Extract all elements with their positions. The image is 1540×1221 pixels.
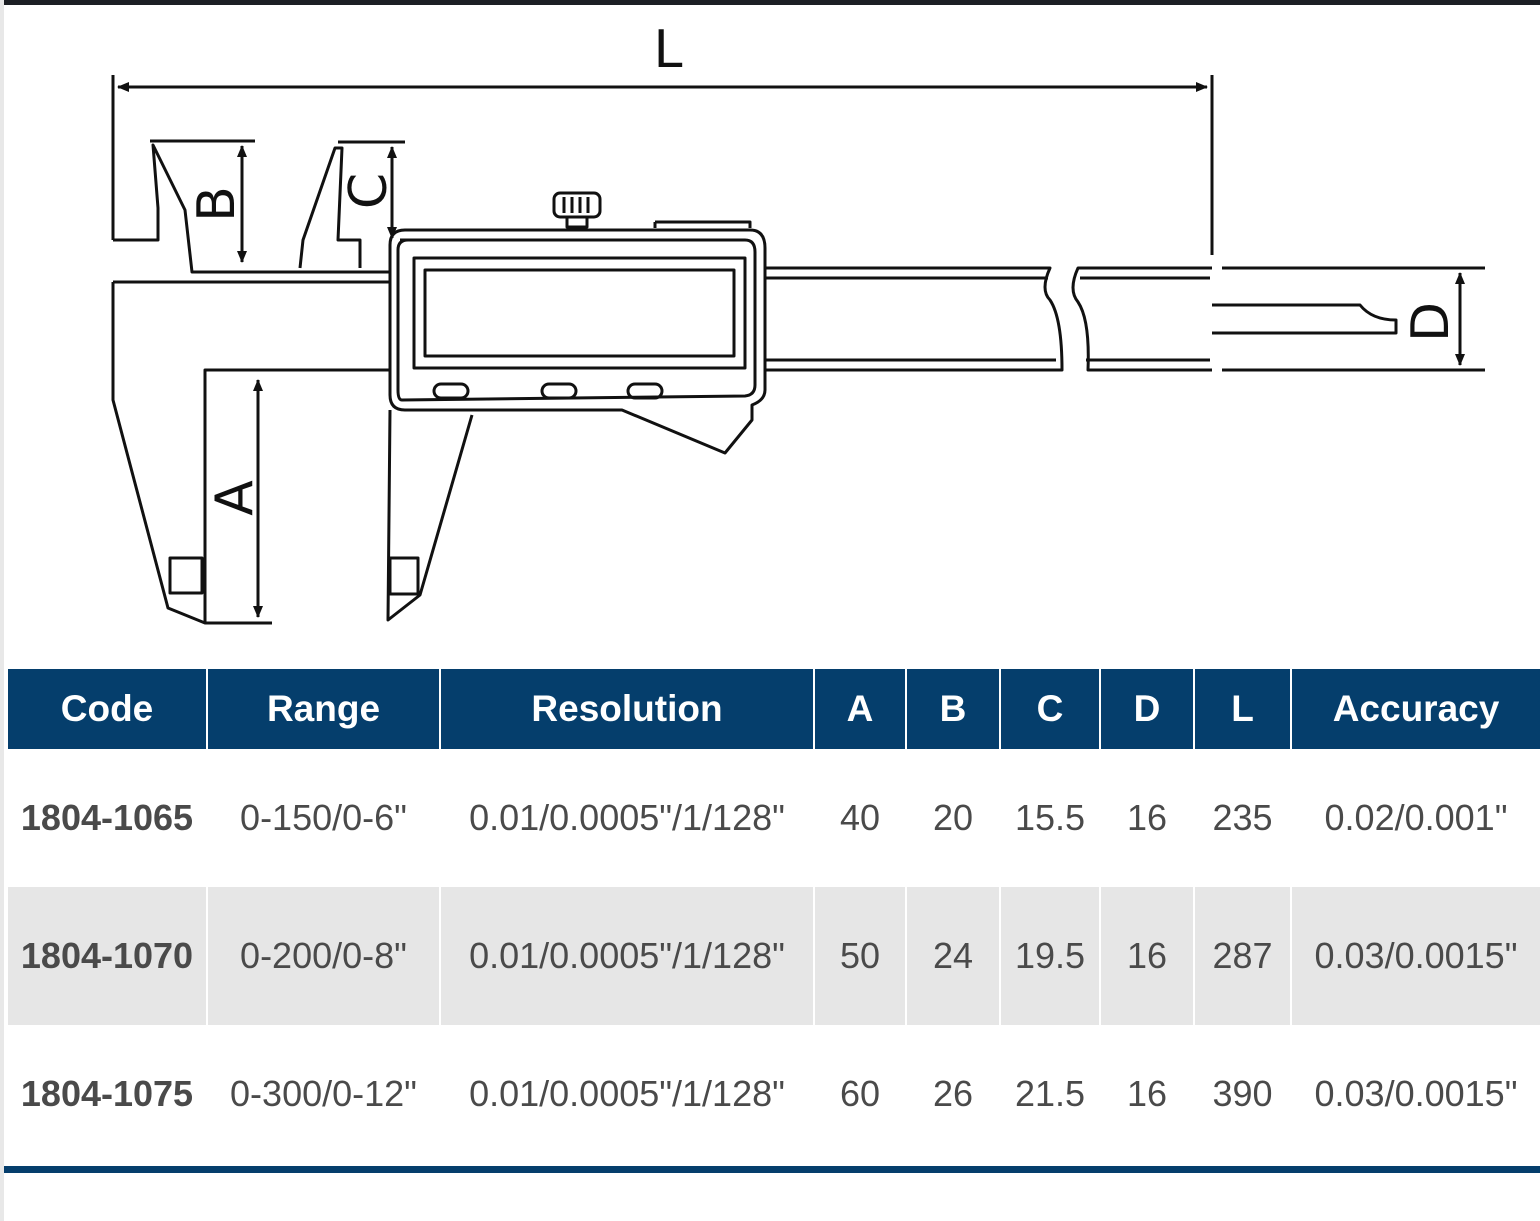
cell-a: 40 — [814, 749, 907, 887]
table-header-row: Code Range Resolution A B C D L Accuracy — [8, 669, 1540, 749]
depth-rod — [1212, 303, 1398, 335]
cell-range: 0-300/0-12" — [207, 1025, 441, 1163]
cell-code: 1804-1075 — [8, 1025, 208, 1163]
cell-resolution: 0.01/0.0005"/1/128" — [440, 887, 815, 1025]
spec-table: Code Range Resolution A B C D L Accuracy… — [8, 669, 1540, 1163]
dimension-d — [1222, 266, 1485, 372]
table-row: 1804-1075 0-300/0-12" 0.01/0.0005"/1/128… — [8, 1025, 1540, 1163]
cell-accuracy: 0.03/0.0015" — [1314, 1073, 1518, 1114]
header-c: C — [1000, 669, 1101, 749]
cell-accuracy: 0.02/0.001" — [1324, 797, 1508, 838]
cell-d: 16 — [1100, 1025, 1195, 1163]
cell-d: 16 — [1100, 749, 1195, 887]
label-d: D — [1401, 302, 1461, 342]
sliding-jaw — [298, 146, 474, 622]
fixed-jaw — [111, 143, 390, 625]
dimension-c — [338, 140, 405, 239]
cell-a: 50 — [814, 887, 907, 1025]
cell-l: 390 — [1194, 1025, 1292, 1163]
cell-l: 235 — [1194, 749, 1292, 887]
dimension-b — [150, 139, 255, 263]
label-b: B — [187, 186, 247, 222]
caliper-diagram: L B C D A — [111, 20, 1485, 625]
header-l: L — [1194, 669, 1292, 749]
caliper-beam — [765, 266, 1212, 372]
cell-resolution: 0.01/0.0005"/1/128" — [440, 1025, 815, 1163]
dimension-a — [205, 379, 272, 625]
table-row: 1804-1070 0-200/0-8" 0.01/0.0005"/1/128"… — [8, 887, 1540, 1025]
cell-c: 21.5 — [1000, 1025, 1101, 1163]
cell-accuracy: 0.03/0.0015" — [1291, 887, 1540, 1025]
header-b: B — [906, 669, 1001, 749]
cell-c: 15.5 — [1000, 749, 1101, 887]
header-d: D — [1100, 669, 1195, 749]
cell-b: 24 — [906, 887, 1001, 1025]
header-code: Code — [8, 669, 208, 749]
cell-d: 16 — [1100, 887, 1195, 1025]
cell-c: 19.5 — [1000, 887, 1101, 1025]
table-bottom-rule — [4, 1166, 1540, 1173]
thumb-knob — [552, 191, 602, 229]
dimension-l — [111, 75, 1214, 255]
header-accuracy: Accuracy — [1291, 669, 1540, 749]
cell-range: 0-150/0-6" — [207, 749, 441, 887]
cell-resolution: 0.01/0.0005"/1/128" — [440, 749, 815, 887]
cell-a: 60 — [814, 1025, 907, 1163]
cell-code: 1804-1070 — [8, 887, 208, 1025]
top-bar — [0, 0, 1540, 5]
label-a: A — [205, 480, 265, 516]
left-edge — [0, 0, 4, 1221]
label-l: L — [654, 20, 683, 80]
label-c: C — [339, 173, 399, 209]
header-resolution: Resolution — [440, 669, 815, 749]
digital-display-head — [388, 220, 767, 455]
header-a: A — [814, 669, 907, 749]
cell-code: 1804-1065 — [8, 749, 208, 887]
cell-l: 287 — [1194, 887, 1292, 1025]
table-row: 1804-1065 0-150/0-6" 0.01/0.0005"/1/128"… — [8, 749, 1540, 887]
cell-b: 26 — [906, 1025, 1001, 1163]
header-range: Range — [207, 669, 441, 749]
cell-range: 0-200/0-8" — [207, 887, 441, 1025]
cell-b: 20 — [906, 749, 1001, 887]
